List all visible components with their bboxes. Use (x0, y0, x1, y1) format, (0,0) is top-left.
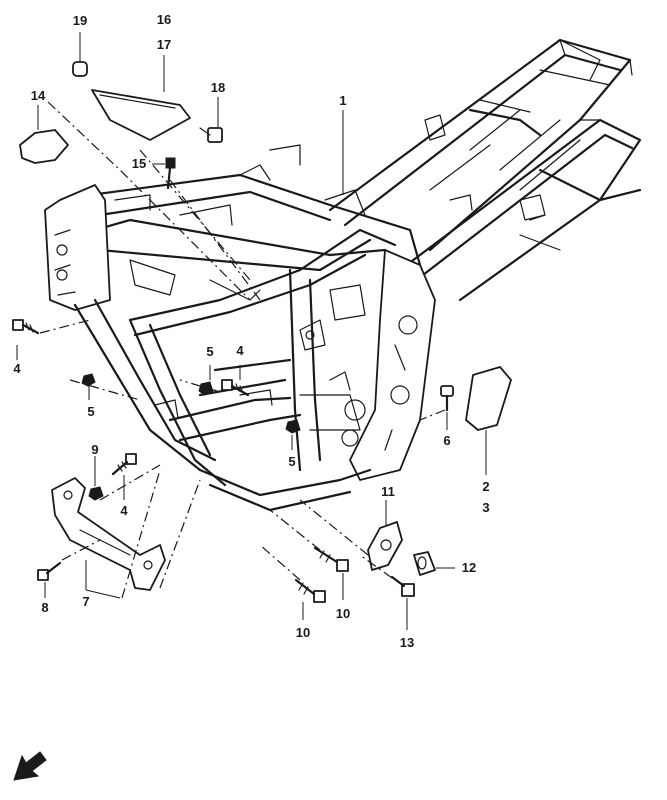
leader-lines (16, 32, 487, 630)
part-10-bolt-left (294, 578, 326, 603)
callout-19: 19 (72, 13, 88, 28)
callout-4-upper: 4 (13, 361, 21, 376)
callout-18: 18 (210, 80, 226, 95)
part-16-17-panel (91, 89, 191, 141)
callout-5-right: 5 (288, 454, 296, 469)
callout-13: 13 (399, 635, 415, 650)
part-4-bolt-mid (221, 379, 250, 397)
callout-14: 14 (30, 88, 46, 103)
callout-6: 6 (443, 433, 451, 448)
callout-10-left: 10 (295, 625, 311, 640)
part-15-bolt (165, 157, 176, 190)
part-10-bolt-right (313, 546, 349, 572)
part-5-nut-right (285, 419, 301, 434)
callout-5-left: 5 (87, 404, 95, 419)
callout-16: 16 (156, 12, 172, 27)
callout-17: 17 (156, 37, 172, 52)
part-12-spacer (413, 551, 436, 576)
front-direction-arrow-icon (13, 751, 47, 781)
part-18-bolt (199, 127, 223, 143)
part-5-nut-mid (198, 381, 214, 396)
part-19-cap (72, 61, 88, 77)
callout-2: 2 (482, 479, 490, 494)
part-5-nut-left (81, 373, 96, 387)
callout-4-mid: 4 (236, 343, 244, 358)
callout-5-mid: 5 (206, 344, 214, 359)
callout-9: 9 (91, 442, 99, 457)
part-4-bolt-upper (12, 319, 40, 335)
callout-12: 12 (461, 560, 477, 575)
part-13-bolt (390, 575, 415, 597)
callout-1: 1 (339, 93, 347, 108)
callout-15: 15 (131, 156, 147, 171)
part-9-nut (88, 486, 104, 501)
callout-3: 3 (482, 500, 490, 515)
frame-body (44, 38, 642, 512)
part-2-3-pad (465, 366, 512, 431)
part-6-bolt (440, 385, 454, 412)
callout-10-right: 10 (335, 606, 351, 621)
callout-8: 8 (41, 600, 49, 615)
part-11-bracket (367, 521, 403, 571)
part-7-bracket (51, 477, 166, 591)
callout-11: 11 (381, 484, 395, 499)
part-8-bolt (37, 561, 62, 581)
callout-7: 7 (82, 594, 90, 609)
part-4-bolt-lower (111, 453, 137, 476)
assembly-lines (39, 101, 446, 599)
callout-4-lower: 4 (120, 503, 128, 518)
part-14-cap (19, 129, 69, 164)
